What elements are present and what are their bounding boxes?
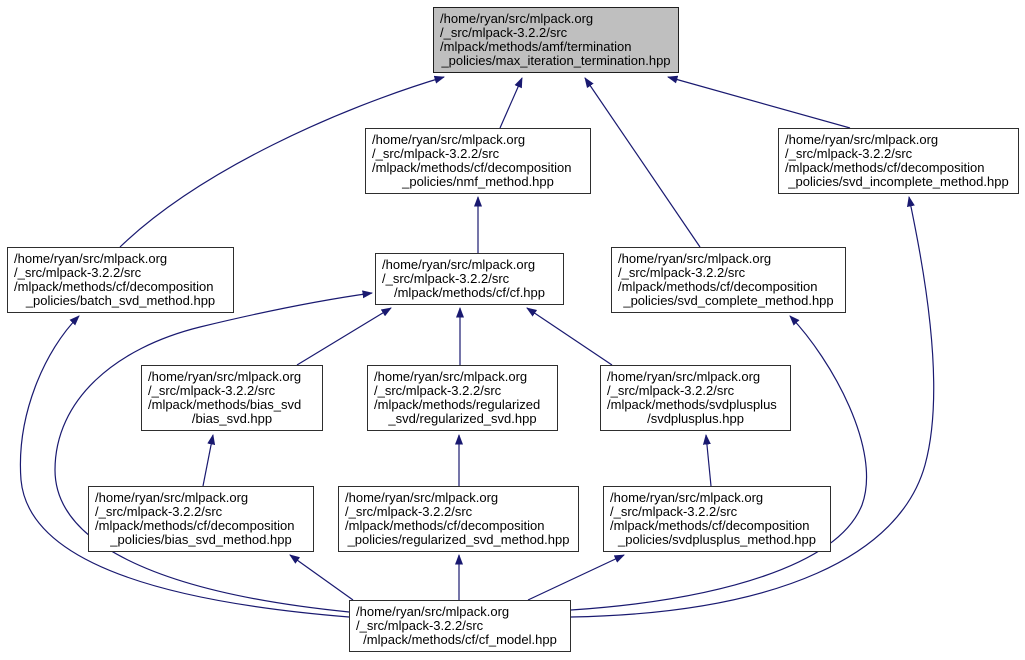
node-bias-svd[interactable]: /home/ryan/src/mlpack.org /_src/mlpack-3…: [141, 365, 323, 431]
node-label-line: /_src/mlpack-3.2.2/src: [14, 265, 142, 280]
node-label-line: /_src/mlpack-3.2.2/src: [374, 383, 502, 398]
edge-cf_model-to-cf: [54, 290, 373, 613]
node-label-line: /mlpack/methods/regularized: [374, 397, 541, 412]
edge-cf_model-to-bias_svd_method: [289, 554, 354, 601]
edge-cf_model-to-svd_incomplete_method: [570, 196, 935, 618]
node-label-line: /_src/mlpack-3.2.2/src: [382, 271, 510, 286]
edge-svd_complete_method-to-max_iteration_termination: [584, 77, 701, 248]
node-label-line: /_src/mlpack-3.2.2/src: [95, 504, 223, 519]
node-label-line: /home/ryan/src/mlpack.org: [356, 604, 510, 619]
node-label-line: /mlpack/methods/cf/cf_model.hpp: [363, 632, 557, 647]
edge-cf_model-to-svd_complete_method: [570, 315, 868, 611]
node-label-line: /svdplusplus.hpp: [647, 411, 744, 426]
node-svd-complete-method[interactable]: /home/ryan/src/mlpack.org /_src/mlpack-3…: [611, 247, 846, 313]
node-label-line: /bias_svd.hpp: [191, 411, 273, 426]
node-label-line: _policies/batch_svd_method.hpp: [25, 293, 216, 308]
node-svd-incomplete-method[interactable]: /home/ryan/src/mlpack.org /_src/mlpack-3…: [778, 128, 1019, 194]
node-label-line: _policies/svdplusplus_method.hpp: [617, 532, 816, 547]
node-label-line: /home/ryan/src/mlpack.org: [785, 132, 939, 147]
node-label-line: _policies/regularized_svd_method.hpp: [347, 532, 570, 547]
node-svdplusplus[interactable]: /home/ryan/src/mlpack.org /_src/mlpack-3…: [600, 365, 791, 431]
node-cf-model[interactable]: /home/ryan/src/mlpack.org /_src/mlpack-3…: [349, 600, 571, 652]
node-label-line: /_src/mlpack-3.2.2/src: [345, 504, 473, 519]
node-label-line: /mlpack/methods/bias_svd: [148, 397, 302, 412]
node-label-line: /_src/mlpack-3.2.2/src: [372, 146, 500, 161]
node-label-line: /home/ryan/src/mlpack.org: [610, 490, 764, 505]
node-label-line: /_src/mlpack-3.2.2/src: [785, 146, 913, 161]
node-label-line: /home/ryan/src/mlpack.org: [440, 11, 594, 26]
node-label-line: /_src/mlpack-3.2.2/src: [607, 383, 735, 398]
node-label-line: /_src/mlpack-3.2.2/src: [148, 383, 276, 398]
node-label-line: /home/ryan/src/mlpack.org: [372, 132, 526, 147]
node-label-line: /_src/mlpack-3.2.2/src: [440, 25, 568, 40]
node-label-line: _policies/svd_incomplete_method.hpp: [788, 174, 1009, 189]
node-label-line: /mlpack/methods/amf/termination: [440, 39, 632, 54]
node-label-line: _svd/regularized_svd.hpp: [388, 411, 537, 426]
node-label-line: /home/ryan/src/mlpack.org: [618, 251, 772, 266]
node-label-line: /mlpack/methods/cf/decomposition: [618, 279, 818, 294]
node-batch-svd-method[interactable]: /home/ryan/src/mlpack.org /_src/mlpack-3…: [7, 247, 234, 313]
node-label-line: /home/ryan/src/mlpack.org: [374, 369, 528, 384]
node-label-line: /home/ryan/src/mlpack.org: [95, 490, 249, 505]
edge-bias_svd_method-to-bias_svd: [202, 434, 216, 487]
node-label-line: /_src/mlpack-3.2.2/src: [618, 265, 746, 280]
node-label-line: /mlpack/methods/svdplusplus: [607, 397, 777, 412]
edge-cf_model-to-batch_svd_method: [19, 315, 350, 618]
node-label-line: _policies/nmf_method.hpp: [402, 174, 554, 189]
node-label-line: /home/ryan/src/mlpack.org: [14, 251, 168, 266]
node-label-line: /mlpack/methods/cf/decomposition: [345, 518, 545, 533]
node-label-line: _policies/bias_svd_method.hpp: [110, 532, 292, 547]
node-regularized-svd[interactable]: /home/ryan/src/mlpack.org /_src/mlpack-3…: [367, 365, 558, 431]
node-svdplusplus-method[interactable]: /home/ryan/src/mlpack.org /_src/mlpack-3…: [603, 486, 831, 552]
node-label-line: /mlpack/methods/cf/decomposition: [785, 160, 985, 175]
node-label-line: /_src/mlpack-3.2.2/src: [610, 504, 738, 519]
node-regularized-svd-method[interactable]: /home/ryan/src/mlpack.org /_src/mlpack-3…: [338, 486, 579, 552]
node-label-line: /_src/mlpack-3.2.2/src: [356, 618, 484, 633]
node-label-line: _policies/max_iteration_termination.hpp: [441, 53, 671, 68]
edge-batch_svd_method-to-max_iteration_termination: [119, 75, 445, 248]
edge-svd_incomplete_method-to-max_iteration_termination: [667, 75, 851, 129]
node-label-line: /mlpack/methods/cf/decomposition: [610, 518, 810, 533]
edge-svdplusplus_method-to-svdplusplus: [702, 434, 712, 487]
edge-bias_svd-to-cf: [296, 307, 392, 366]
edge-nmf_method-to-max_iteration_termination: [499, 77, 523, 129]
edge-svdplusplus-to-cf: [526, 307, 613, 366]
node-label-line: /home/ryan/src/mlpack.org: [148, 369, 302, 384]
node-label-line: /mlpack/methods/cf/decomposition: [14, 279, 214, 294]
node-label-line: /home/ryan/src/mlpack.org: [345, 490, 499, 505]
node-label-line: /home/ryan/src/mlpack.org: [382, 257, 536, 272]
node-nmf-method[interactable]: /home/ryan/src/mlpack.org /_src/mlpack-3…: [365, 128, 591, 194]
node-cf[interactable]: /home/ryan/src/mlpack.org /_src/mlpack-3…: [375, 253, 564, 305]
node-label-line: /mlpack/methods/cf/cf.hpp: [393, 285, 545, 300]
node-label-line: /mlpack/methods/cf/decomposition: [95, 518, 295, 533]
node-label-line: _policies/svd_complete_method.hpp: [623, 293, 834, 308]
node-max-iteration-termination: /home/ryan/src/mlpack.org /_src/mlpack-3…: [433, 7, 679, 73]
node-bias-svd-method[interactable]: /home/ryan/src/mlpack.org /_src/mlpack-3…: [88, 486, 314, 552]
edge-cf_model-to-svdplusplus_method: [527, 554, 625, 601]
node-label-line: /home/ryan/src/mlpack.org: [607, 369, 761, 384]
node-label-line: /mlpack/methods/cf/decomposition: [372, 160, 572, 175]
